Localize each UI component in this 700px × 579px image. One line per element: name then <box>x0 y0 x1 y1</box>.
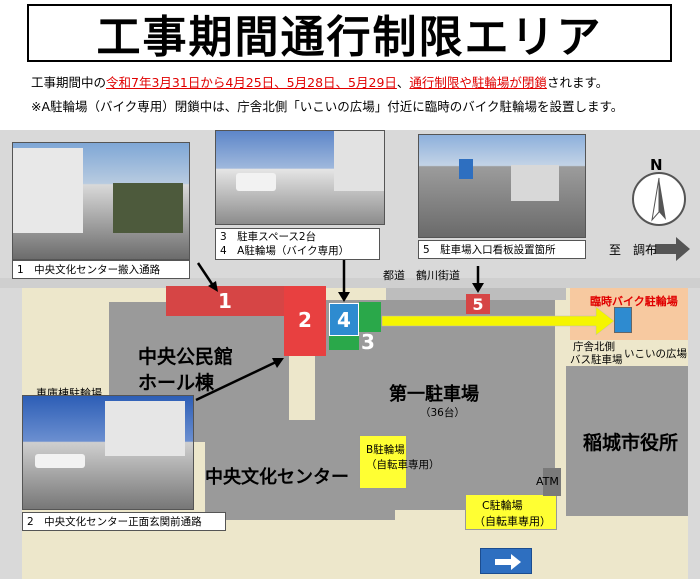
east-arrow-icon <box>655 237 690 261</box>
photo-1-building <box>13 148 83 233</box>
road-edge <box>0 278 700 288</box>
pointer-2 <box>195 360 277 402</box>
c-parking-label-1: C駐輪場 <box>482 499 523 512</box>
notice-text-c: されます。 <box>546 75 609 90</box>
temp-bike-label: 臨時バイク駐輪場 <box>590 295 678 308</box>
green-space-3b <box>359 302 381 332</box>
to-chofu-label: 至 調布 <box>609 243 658 257</box>
b-bike-parking <box>359 435 407 489</box>
photo-2 <box>22 395 194 510</box>
marker-1: 1 <box>218 289 232 313</box>
bunka-label: 中央文化センター <box>205 467 349 488</box>
north-label: N <box>650 156 663 174</box>
kominkan-label-2: ホール棟 <box>138 372 215 394</box>
pointer-1 <box>196 262 216 288</box>
caption-2: 2 中央文化センター正面玄関前通路 <box>22 512 226 531</box>
photo-5 <box>418 134 586 238</box>
next-arrow-button[interactable] <box>480 548 532 574</box>
green-space-3 <box>329 336 359 350</box>
b-parking-label-2: （自転車専用） <box>366 459 440 471</box>
notice-line-2: ※A駐輪場（バイク専用）閉鎖中は、庁舎北側「いこいの広場」付近に臨時のバイク駐輪… <box>31 99 624 114</box>
photo-2-building <box>105 401 185 456</box>
sign-location-5 <box>466 294 490 314</box>
page-title: 工事期間通行制限エリア <box>27 4 672 63</box>
pointer-2-head <box>272 358 284 368</box>
compass-needle-icon <box>651 177 666 222</box>
restricted-area-1 <box>166 286 284 316</box>
pointer-5-head <box>472 283 484 293</box>
bus-label-2: バス駐車場 <box>570 354 623 366</box>
notice-text-b: 、 <box>396 75 410 90</box>
caption-4: 4 A駐輪場（バイク専用） <box>220 245 350 257</box>
compass <box>632 172 686 226</box>
photo-3-building <box>334 131 384 191</box>
daiichi-count: （36台） <box>420 407 465 419</box>
photo-3-car <box>236 173 276 191</box>
daiichi-label: 第一駐車場 <box>389 384 479 405</box>
bus-label-1: 庁舎北側 <box>573 341 615 353</box>
caption-3: 3 駐車スペース2台 <box>220 231 317 243</box>
yellow-arrow <box>381 306 615 336</box>
marker-5: 5 <box>472 294 484 314</box>
notice-line-1: 工事期間中の令和7年3月31日から4月25日、5月28日、5月29日、通行制限や… <box>31 72 608 91</box>
temp-bike-parking-box <box>614 307 632 333</box>
caption-1: 1 中央文化センター搬入通路 <box>12 260 190 279</box>
photo-5-sign <box>459 159 473 179</box>
caption-5: 5 駐車場入口看板設置箇所 <box>418 240 586 259</box>
a-bike-parking <box>329 303 359 336</box>
c-bike-parking <box>465 494 557 530</box>
ikoi-label: いこいの広場 <box>624 348 687 360</box>
shiyakusho-building <box>566 366 688 516</box>
arrows-layer <box>195 237 690 402</box>
c-parking-label-2: （自転車専用） <box>474 515 551 528</box>
atm-booth <box>543 468 561 496</box>
photo-2-car <box>35 454 85 468</box>
site-map: 1 2 4 3 5 臨時バイク駐輪場 B駐輪場 （自転車専用） C駐輪場 （自転… <box>0 130 700 579</box>
notice-text-a: 工事期間中の <box>31 75 107 90</box>
photo-1-trees <box>113 183 183 233</box>
photo-5-wall <box>511 165 559 201</box>
b-parking-label-1: B駐輪場 <box>366 444 405 456</box>
marker-3: 3 <box>361 330 375 354</box>
marker-2: 2 <box>298 308 312 332</box>
kominkan-label-1: 中央公民館 <box>138 346 234 368</box>
pointer-4-head <box>338 292 350 302</box>
caption-3-4: 3 駐車スペース2台 4 A駐輪場（バイク専用） <box>215 228 380 260</box>
shiyakusho-label: 稲城市役所 <box>583 432 679 454</box>
tokaido-label: 都道 鶴川街道 <box>383 269 460 282</box>
right-arrow-icon <box>495 554 521 570</box>
photo-3-4 <box>215 130 385 225</box>
restricted-area-2 <box>284 286 326 356</box>
marker-4: 4 <box>337 307 351 332</box>
photo-1 <box>12 142 190 260</box>
notice-dates: 令和7年3月31日から4月25日、5月28日、5月29日 <box>106 75 397 90</box>
pointer-1-head <box>208 281 218 292</box>
notice-restriction: 通行制限や駐輪場が閉鎖 <box>409 75 547 90</box>
atm-label: ATM <box>536 475 559 488</box>
